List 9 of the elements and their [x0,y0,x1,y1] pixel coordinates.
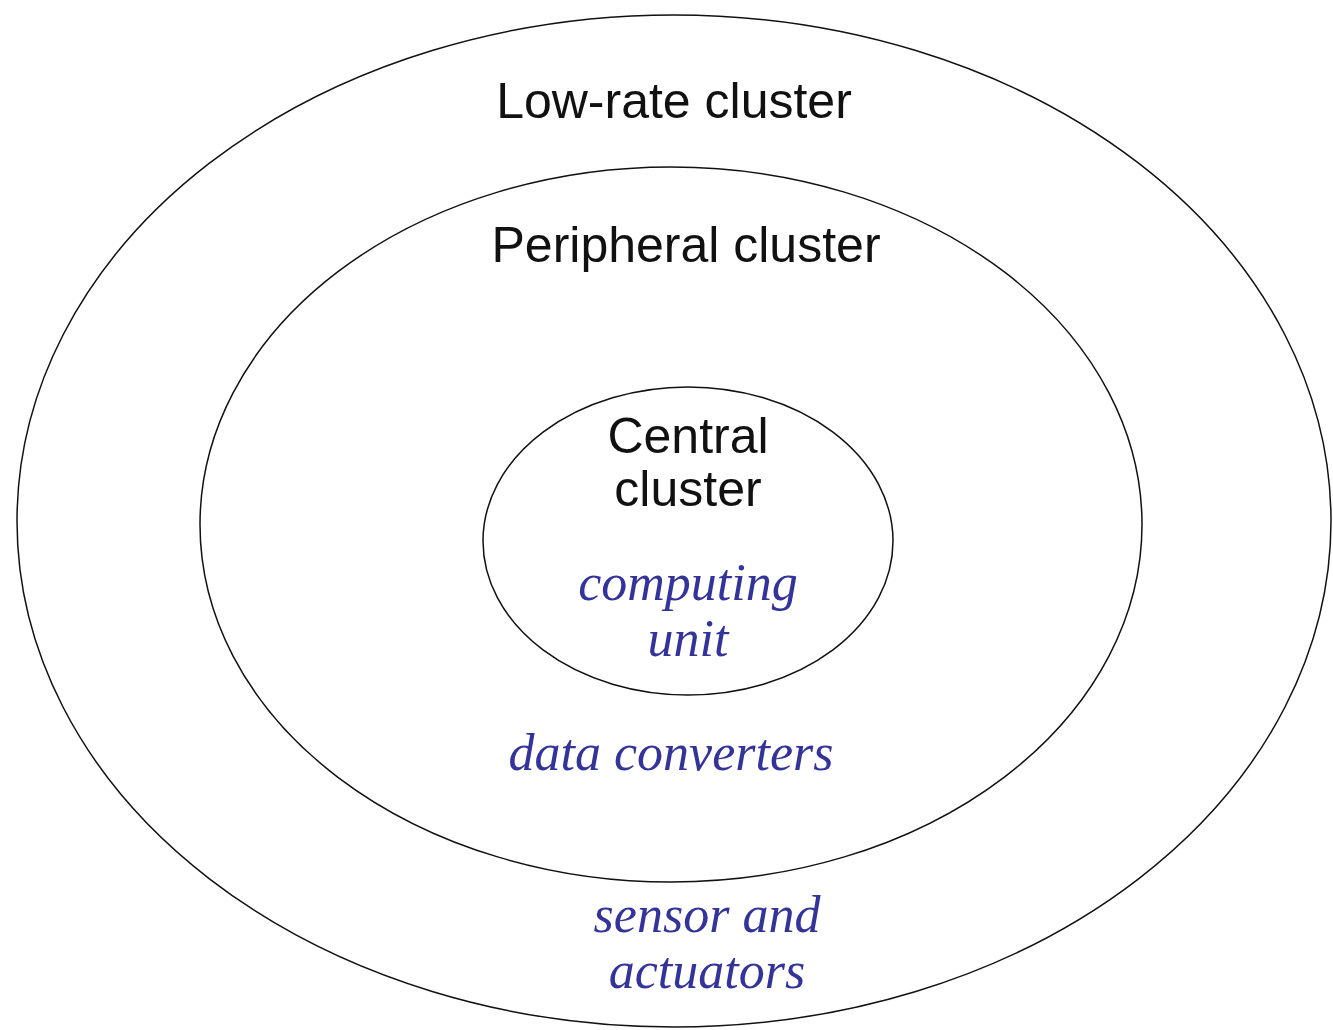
cluster-role: computing unit [577,555,799,668]
middle-ellipse [200,167,1142,882]
cluster-title: Peripheral cluster [490,219,882,272]
cluster-title: Central cluster [606,410,770,515]
cluster-role: sensor and actuators [592,887,822,1000]
cluster-title: Low-rate cluster [495,75,853,128]
inner-ellipse [483,387,893,695]
outer-ellipse [17,15,1331,1027]
cluster-role: data converters [507,725,835,782]
